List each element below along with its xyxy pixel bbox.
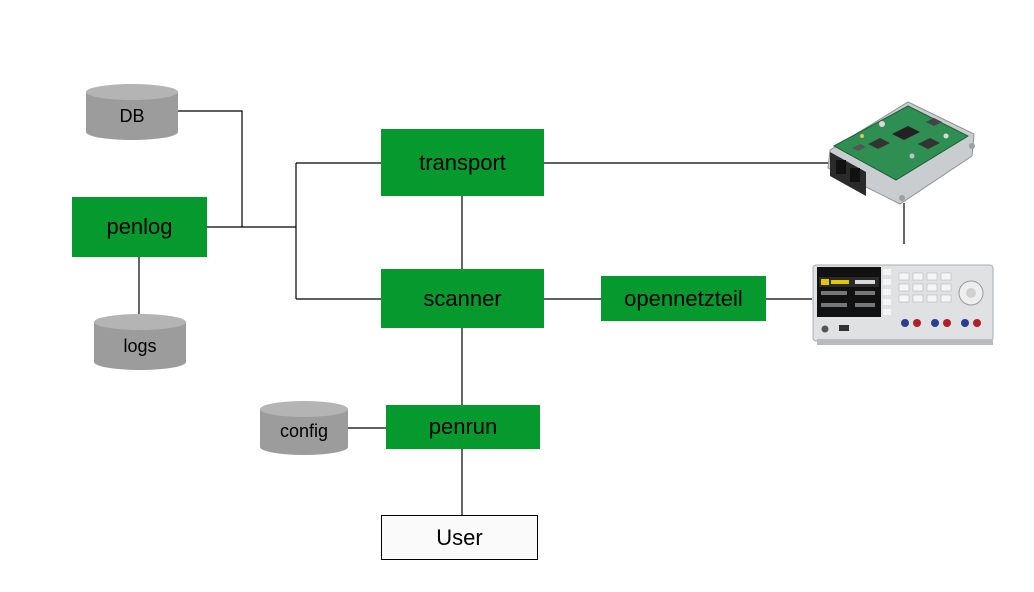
- ecu-board-icon: [827, 101, 975, 205]
- db-cylinder: DB: [86, 84, 178, 140]
- user-node[interactable]: User: [381, 515, 538, 560]
- penlog-node[interactable]: penlog: [72, 197, 207, 257]
- database-icon: [260, 401, 348, 455]
- database-icon: [86, 84, 178, 140]
- penrun-node[interactable]: penrun: [386, 405, 540, 449]
- ecu-board: [822, 98, 978, 208]
- db-penlog-line: [178, 110, 243, 227]
- logs-cylinder: logs: [94, 314, 186, 370]
- db-label: DB: [119, 106, 145, 126]
- opennetzteil-node[interactable]: opennetzteil: [601, 276, 766, 321]
- transport-node[interactable]: transport: [381, 129, 544, 196]
- config-cylinder: config: [260, 401, 348, 455]
- database-icon: [94, 314, 186, 370]
- power-supply: [811, 259, 999, 349]
- scanner-node[interactable]: scanner: [381, 269, 544, 328]
- power-supply-icon: [812, 264, 994, 345]
- config-label: config: [279, 421, 329, 441]
- logs-label: logs: [123, 336, 157, 356]
